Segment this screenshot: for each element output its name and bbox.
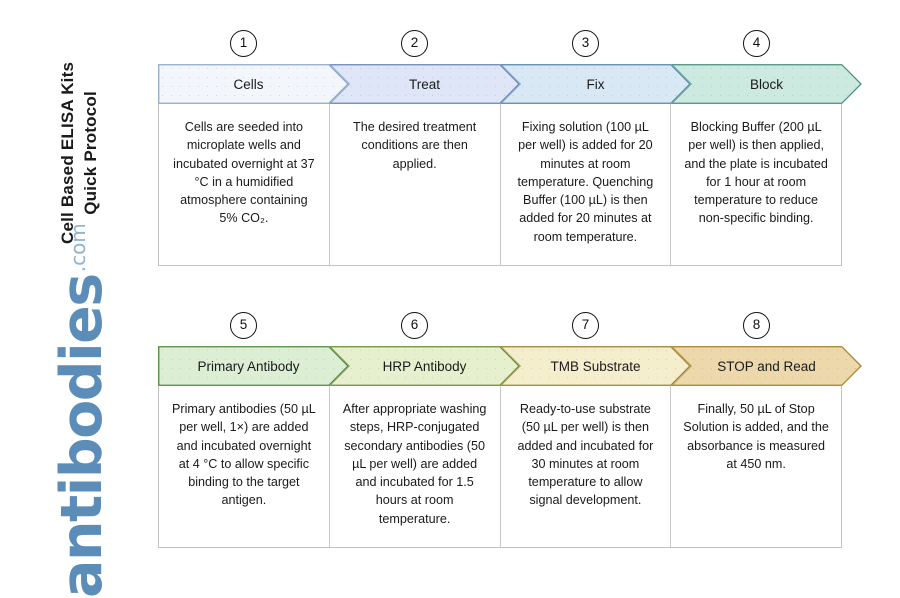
- step-description-text-4: Blocking Buffer (200 µL per well) is the…: [684, 120, 828, 226]
- chevron-outline: [158, 346, 349, 386]
- step-label-4: Block: [749, 76, 783, 92]
- brand-tld: .com: [66, 223, 90, 273]
- process-step-chevron-2[interactable]: Treat: [329, 64, 520, 104]
- process-row-1: 1 2 3 4 Cells Treat Fix Block Cells are seeded…: [158, 30, 862, 266]
- step-label-7: TMB Substrate: [550, 358, 641, 374]
- step-description-cell-1: Cells are seeded into microplate wells a…: [159, 104, 330, 265]
- step-label-1: Cells: [233, 76, 264, 92]
- chevron-outline: [500, 64, 691, 104]
- step-description-text-8: Finally, 50 µL of Stop Solution is added…: [683, 402, 829, 471]
- chevron-outline: [671, 64, 862, 104]
- step-number-badge-2: 2: [401, 30, 428, 57]
- step-description-text-6: After appropriate washing steps, HRP-con…: [342, 402, 487, 526]
- step-description-text-3: Fixing solution (100 µL per well) is add…: [517, 120, 654, 244]
- step-number-badge-5: 5: [230, 312, 257, 339]
- chevron-outline: [329, 346, 520, 386]
- step-number-badge-8: 8: [743, 312, 770, 339]
- process-step-chevron-7[interactable]: TMB Substrate: [500, 346, 691, 386]
- brand-wordmark: antibodies: [49, 274, 115, 598]
- chevron-strip-2: Primary Antibody HRP Antibody TMB Substrat…: [158, 346, 862, 386]
- step-label-5: Primary Antibody: [197, 358, 300, 374]
- process-row-2: 5 6 7 8 Primary Antibody HRP Antibody TMB Sub…: [158, 312, 862, 548]
- chevron-strip-1: Cells Treat Fix Block: [158, 64, 862, 104]
- chevron-outline: [671, 346, 862, 386]
- process-step-chevron-8[interactable]: STOP and Read: [671, 346, 862, 386]
- step-number-badge-7: 7: [572, 312, 599, 339]
- step-description-cell-2: The desired treatment conditions are the…: [330, 104, 501, 265]
- step-description-cell-3: Fixing solution (100 µL per well) is add…: [501, 104, 672, 265]
- step-number-badge-1: 1: [230, 30, 257, 57]
- step-number-badge-6: 6: [401, 312, 428, 339]
- step-number-badge-3: 3: [572, 30, 599, 57]
- step-description-cell-5: Primary antibodies (50 µL per well, 1×) …: [159, 386, 330, 547]
- chevron-outline: [158, 64, 349, 104]
- process-step-chevron-5[interactable]: Primary Antibody: [158, 346, 349, 386]
- description-strip-1: Cells are seeded into microplate wells a…: [158, 104, 842, 266]
- chevron-outline: [329, 64, 520, 104]
- step-badge-strip-2: 5 6 7 8: [158, 312, 842, 346]
- step-description-cell-6: After appropriate washing steps, HRP-con…: [330, 386, 501, 547]
- process-step-chevron-6[interactable]: HRP Antibody: [329, 346, 520, 386]
- process-step-chevron-1[interactable]: Cells: [158, 64, 349, 104]
- step-description-cell-8: Finally, 50 µL of Stop Solution is added…: [671, 386, 841, 547]
- step-description-text-5: Primary antibodies (50 µL per well, 1×) …: [171, 402, 316, 508]
- process-step-chevron-4[interactable]: Block: [671, 64, 862, 104]
- process-step-chevron-3[interactable]: Fix: [500, 64, 691, 104]
- step-description-cell-4: Blocking Buffer (200 µL per well) is the…: [671, 104, 841, 265]
- step-description-text-2: The desired treatment conditions are the…: [353, 120, 477, 171]
- step-description-text-1: Cells are seeded into microplate wells a…: [173, 120, 315, 226]
- step-label-6: HRP Antibody: [382, 358, 467, 374]
- brand-logo: antibodies.com: [49, 223, 115, 598]
- description-strip-2: Primary antibodies (50 µL per well, 1×) …: [158, 386, 842, 548]
- left-rail: Cell Based ELISA Kits Quick Protocol ant…: [0, 0, 150, 598]
- step-label-8: STOP and Read: [717, 358, 816, 374]
- step-description-text-7: Ready-to-use substrate (50 µL per well) …: [517, 402, 654, 508]
- chevron-outline: [500, 346, 691, 386]
- step-description-cell-7: Ready-to-use substrate (50 µL per well) …: [501, 386, 672, 547]
- step-number-badge-4: 4: [743, 30, 770, 57]
- step-label-3: Fix: [586, 76, 605, 92]
- step-label-2: Treat: [408, 76, 440, 92]
- step-badge-strip-1: 1 2 3 4: [158, 30, 842, 64]
